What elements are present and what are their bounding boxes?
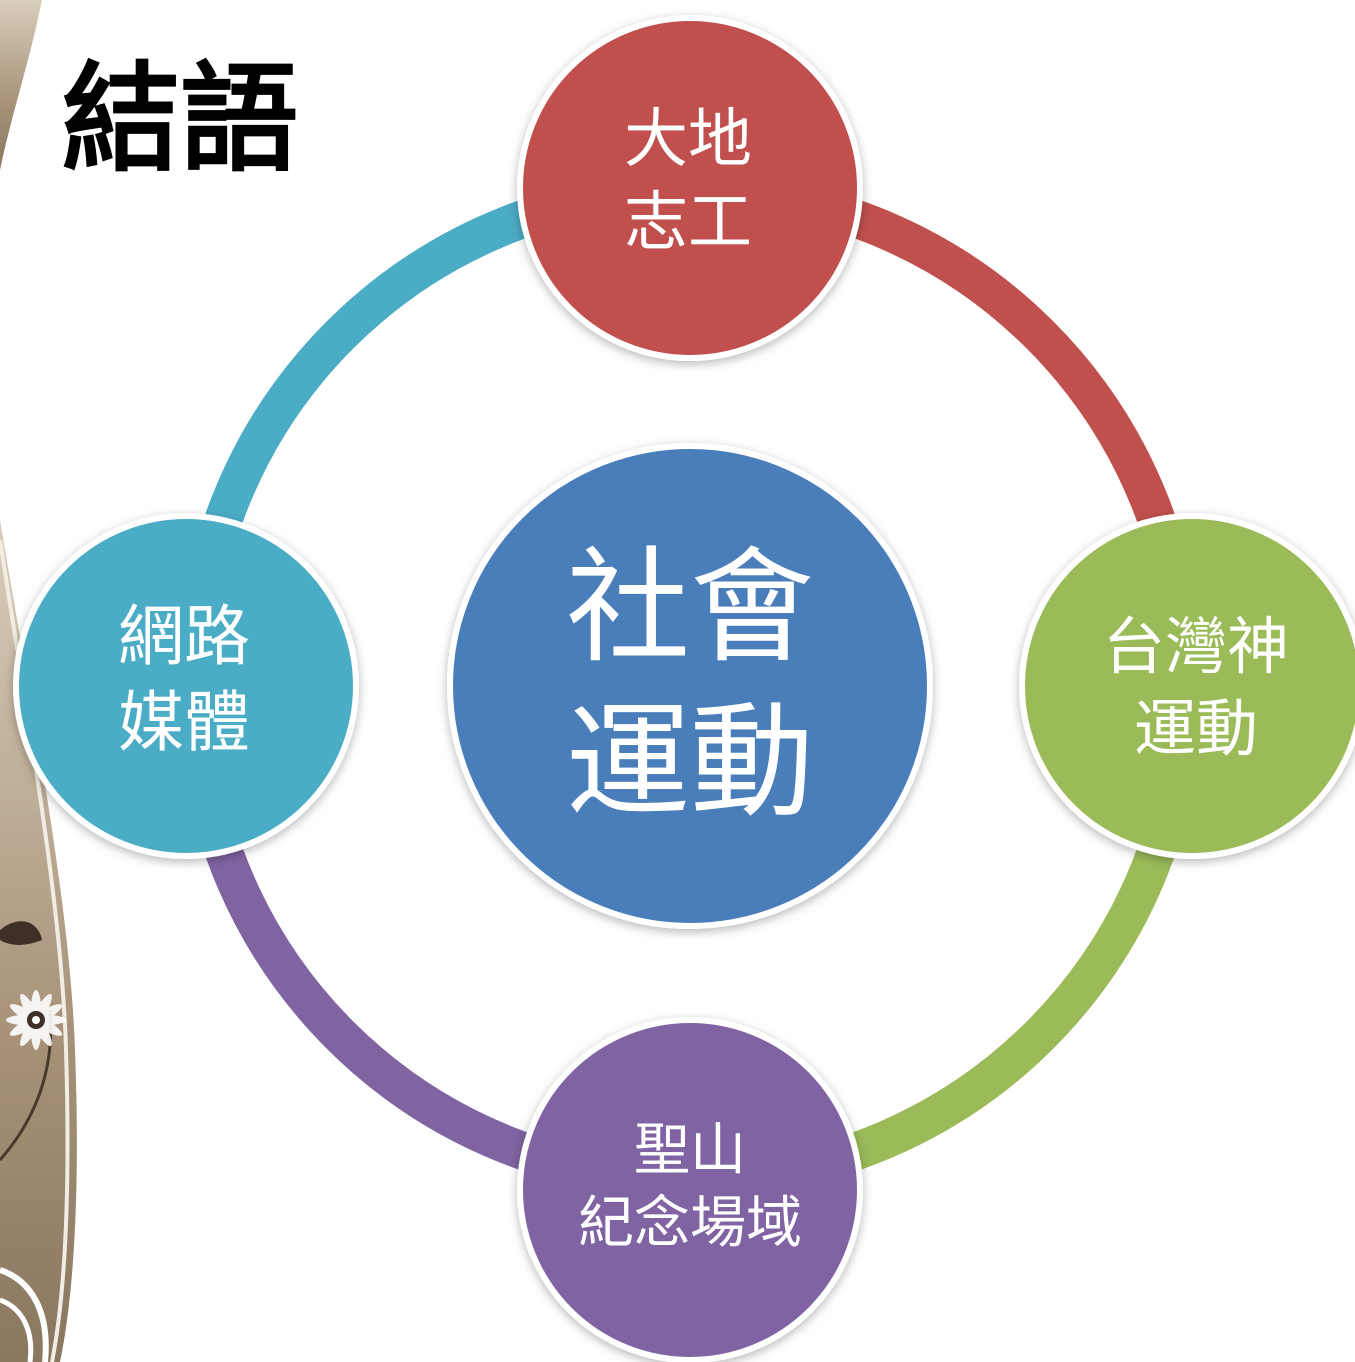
ribbon-leaf-shape	[0, 921, 42, 945]
node-label-bottom-line1: 聖山	[634, 1118, 746, 1184]
node-label-top-line2: 志工	[624, 186, 752, 260]
node-label-bottom-line2: 紀念場域	[578, 1191, 802, 1256]
node-label-right-line2: 運動	[1133, 692, 1259, 765]
center-label-line1: 社會	[565, 536, 815, 680]
flower-icon	[6, 990, 66, 1050]
node-label-left: 網路 媒體	[118, 594, 250, 766]
node-label-top-line1: 大地	[624, 102, 752, 177]
node-circle-right	[1019, 513, 1355, 859]
center-circle	[447, 443, 933, 929]
node-circle-top	[517, 15, 863, 361]
node-label-top: 大地 志工	[624, 99, 752, 265]
ribbon-shape	[0, 0, 42, 170]
node-label-right: 台灣神 運動	[1103, 606, 1289, 770]
ribbon-swirl-shape	[0, 1297, 34, 1362]
node-label-right-line1: 台灣神	[1102, 610, 1290, 684]
slide-title: 結語	[62, 50, 299, 188]
ribbon-swirl-shape	[0, 1267, 49, 1362]
node-circle-bottom	[517, 1017, 863, 1362]
node-label-left-line1: 網路	[118, 598, 250, 676]
center-label: 社會 運動	[566, 531, 814, 841]
center-label-line2: 運動	[565, 691, 815, 835]
node-circle-left	[13, 513, 359, 859]
node-label-left-line2: 媒體	[118, 684, 250, 761]
node-label-bottom: 聖山 紀念場域	[578, 1115, 802, 1261]
